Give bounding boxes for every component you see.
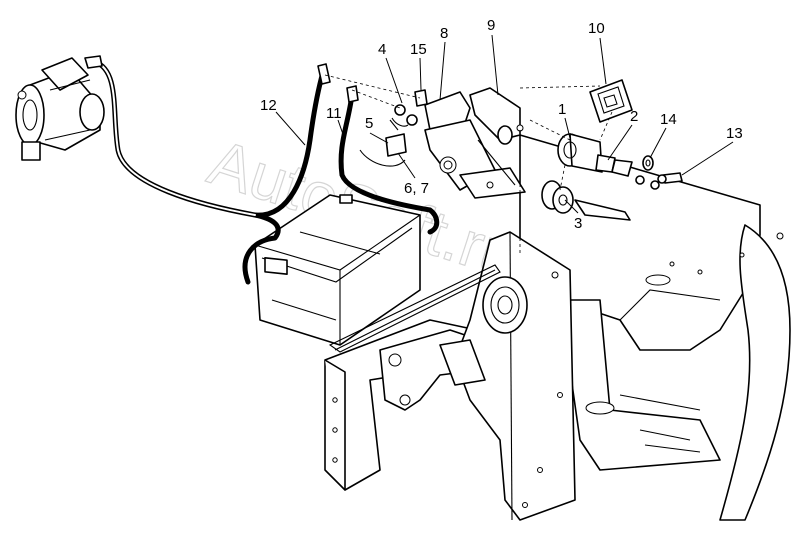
relay-block-5 xyxy=(359,119,407,167)
callout-14: 14 xyxy=(660,111,677,128)
frame-chassis xyxy=(519,134,791,521)
washer-14 xyxy=(642,155,654,171)
callout-10: 10 xyxy=(588,20,605,37)
switch-3 xyxy=(541,180,574,214)
assembly-guide-lines xyxy=(324,74,613,255)
side-panel xyxy=(439,231,576,521)
bolt-15 xyxy=(414,89,428,107)
connector-2 xyxy=(595,154,660,190)
battery xyxy=(254,194,501,353)
callouts: 1 2 3 4 5 6, 7 8 9 10 11 12 13 14 15 xyxy=(260,17,743,232)
callout-13: 13 xyxy=(726,125,743,142)
starter-motor xyxy=(15,55,105,161)
callout-1: 1 xyxy=(558,101,566,118)
mounting-bracket-9 xyxy=(459,87,526,199)
cable-11 xyxy=(338,85,440,235)
connector-4 xyxy=(391,104,418,127)
callout-2: 2 xyxy=(630,108,638,125)
callout-5: 5 xyxy=(365,115,373,132)
callout-6-7: 6, 7 xyxy=(404,180,429,197)
callout-11: 11 xyxy=(326,105,342,122)
bolt-13 xyxy=(657,172,683,184)
cover-10 xyxy=(589,79,633,123)
callout-4: 4 xyxy=(378,41,386,58)
callout-8: 8 xyxy=(440,25,448,42)
switch-1 xyxy=(557,133,603,173)
callout-15: 15 xyxy=(410,41,427,58)
callout-9: 9 xyxy=(487,17,495,34)
leader-lines xyxy=(275,34,734,214)
callout-12: 12 xyxy=(260,97,277,114)
cable-12 xyxy=(92,59,331,285)
callout-3: 3 xyxy=(574,215,582,232)
